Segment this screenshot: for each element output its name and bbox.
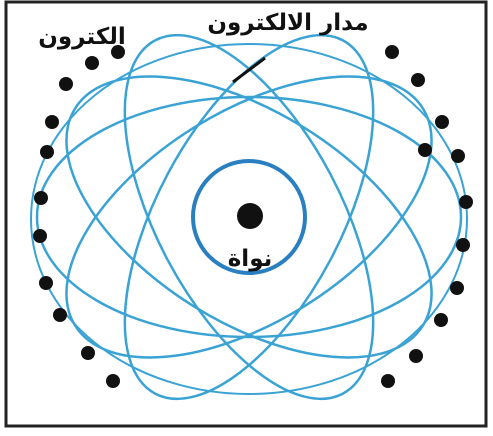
electron-dot-11 [106,374,120,388]
electron-dot-22 [418,143,432,157]
nucleus [237,203,263,229]
electron-dot-2 [85,56,99,70]
electron-dot-13 [411,73,425,87]
electron-dot-7 [33,229,47,243]
electron-dot-21 [381,374,395,388]
electron-dot-5 [40,145,54,159]
electron-label: الكترون [38,24,126,50]
electron-dot-16 [459,195,473,209]
orbit-label: مدار الالكترون [207,10,368,36]
electron-dot-10 [81,346,95,360]
electron-dot-20 [409,349,423,363]
electron-dot-3 [59,77,73,91]
electron-dot-18 [450,281,464,295]
electron-dot-15 [451,149,465,163]
electron-dot-19 [434,313,448,327]
electron-dot-12 [385,45,399,59]
electron-dot-17 [456,238,470,252]
electron-dot-14 [435,115,449,129]
electron-dot-4 [45,115,59,129]
electron-dot-6 [34,191,48,205]
electron-dot-9 [53,308,67,322]
nucleus-label: نواة [228,246,273,272]
electron-dot-8 [39,276,53,290]
